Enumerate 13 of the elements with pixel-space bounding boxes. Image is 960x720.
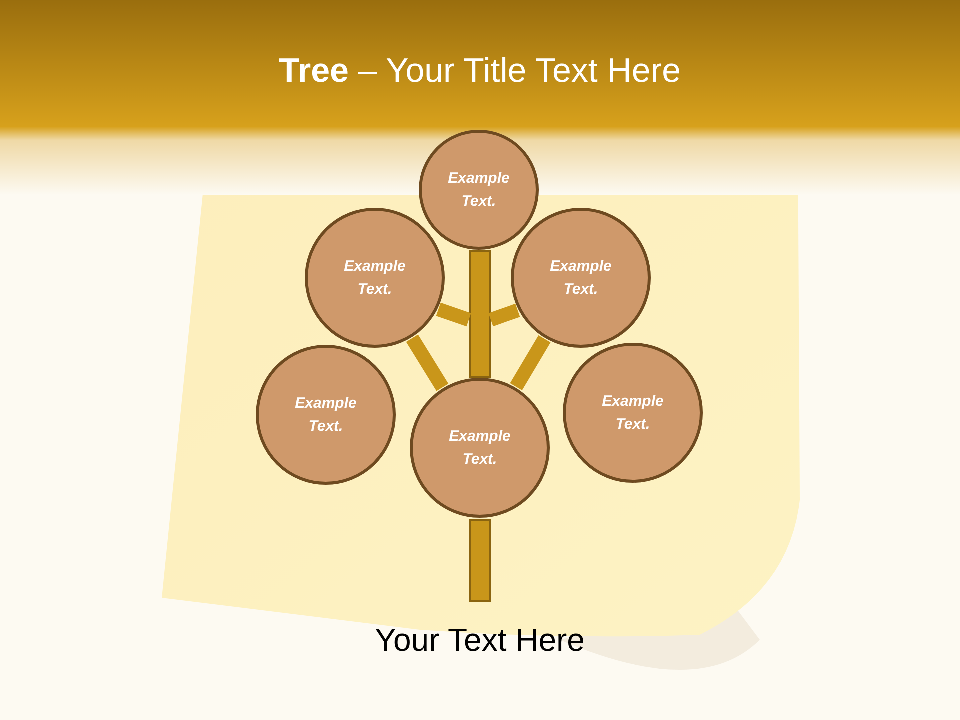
tree-trunk bbox=[469, 519, 491, 602]
title: Tree – Your Title Text Here bbox=[278, 52, 682, 91]
branch bbox=[436, 302, 472, 327]
node-text: Example Text. bbox=[601, 392, 665, 435]
node-text: Example Text. bbox=[294, 394, 358, 437]
node-text: Example Text. bbox=[549, 257, 613, 300]
caption: Your Text Here bbox=[374, 622, 586, 659]
node-text: Example Text. bbox=[447, 169, 511, 212]
node-text: Example Text. bbox=[448, 427, 512, 470]
branch bbox=[406, 334, 449, 392]
branch bbox=[510, 335, 551, 391]
node-text: Example Text. bbox=[343, 257, 407, 300]
tree-trunk bbox=[469, 250, 491, 378]
